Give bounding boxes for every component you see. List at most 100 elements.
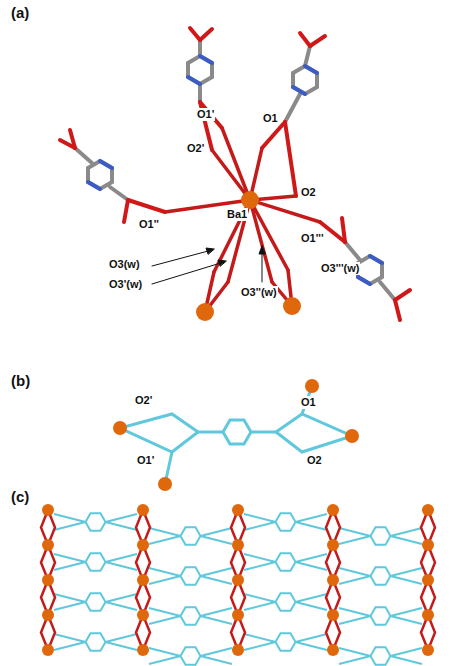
atom-label: O3'''(w) [320,262,360,275]
network-stroke [244,522,276,530]
network-stroke [276,553,296,570]
network-stroke [54,522,86,530]
network-stroke [276,633,296,650]
network-stroke [86,553,106,570]
network-stroke [327,504,339,516]
network-stroke [149,608,181,616]
network-stroke [201,568,233,576]
network-stroke [244,554,276,562]
network-stroke [422,574,434,586]
network-stroke [106,642,138,650]
network-stroke [54,642,86,650]
panel-label: (c) [10,488,30,505]
atom-label: O2' [186,142,205,155]
network-stroke [42,504,54,516]
atom-label: O2 [306,454,323,467]
network-stroke [149,648,181,656]
network-stroke [201,616,233,624]
network-stroke [149,576,181,584]
network-stroke [149,568,181,576]
network-stroke [422,539,434,551]
network-stroke [232,644,244,656]
network-stroke [339,608,371,616]
network-stroke [391,648,423,656]
network-stroke [137,539,149,551]
atom-label: O2' [134,394,153,407]
network-stroke [339,576,371,584]
network-stroke [422,644,434,656]
network-stroke [232,504,244,516]
panel-label: (b) [10,372,31,389]
network-stroke [149,656,181,664]
network-stroke [296,602,328,610]
network-stroke [244,562,276,570]
network-stroke [339,568,371,576]
atom-label: Ba1 [226,208,248,221]
network-stroke [327,644,339,656]
network-stroke [86,593,106,610]
panel-label: (a) [10,4,30,21]
network-stroke [106,554,138,562]
network-stroke [391,616,423,624]
network-stroke [371,567,391,584]
network-stroke [149,616,181,624]
network-stroke [149,528,181,536]
network-stroke [391,656,423,664]
network-stroke [339,656,371,664]
network-stroke [232,539,244,551]
network-stroke [106,562,138,570]
network-stroke [371,647,391,664]
atom-label: O1' [196,108,215,121]
network-stroke [137,644,149,656]
network-stroke [422,609,434,621]
network-stroke [201,656,233,664]
network-stroke [86,513,106,530]
network-stroke [106,594,138,602]
network-stroke [244,602,276,610]
network-stroke [339,528,371,536]
atom-label: O3''(w) [240,286,278,299]
network-stroke [42,644,54,656]
network-stroke [339,648,371,656]
ligand-binding-mode [113,379,359,491]
network-stroke [201,648,233,656]
network-stroke [296,594,328,602]
network-stroke [106,634,138,642]
network-stroke [137,609,149,621]
network-stroke [244,594,276,602]
atom-label: O2 [300,186,317,199]
network-stroke [244,642,276,650]
network-stroke [201,608,233,616]
atom-label: O3'(w) [108,278,143,291]
network-stroke [54,634,86,642]
network-stroke [276,513,296,530]
network-stroke [339,536,371,544]
network-stroke [106,514,138,522]
atom-label: O1 [300,396,317,409]
network-stroke [391,536,423,544]
network-stroke [391,608,423,616]
atom-label: O3(w) [108,258,141,271]
atom-label: O1 [262,112,279,125]
network-stroke [296,562,328,570]
network-stroke [54,602,86,610]
network-stroke [339,616,371,624]
network-stroke [181,567,201,584]
network-stroke [391,568,423,576]
network-stroke [276,593,296,610]
network-stroke [42,609,54,621]
network-stroke [371,607,391,624]
network-stroke [422,504,434,516]
network-stroke [106,602,138,610]
network-stroke [244,514,276,522]
network-stroke [327,539,339,551]
atom-label: O1'' [138,218,160,231]
network-stroke [391,576,423,584]
network-stroke [296,634,328,642]
network-stroke [54,594,86,602]
network-stroke [371,527,391,544]
network-stroke [54,554,86,562]
network-stroke [296,554,328,562]
network-stroke [54,562,86,570]
